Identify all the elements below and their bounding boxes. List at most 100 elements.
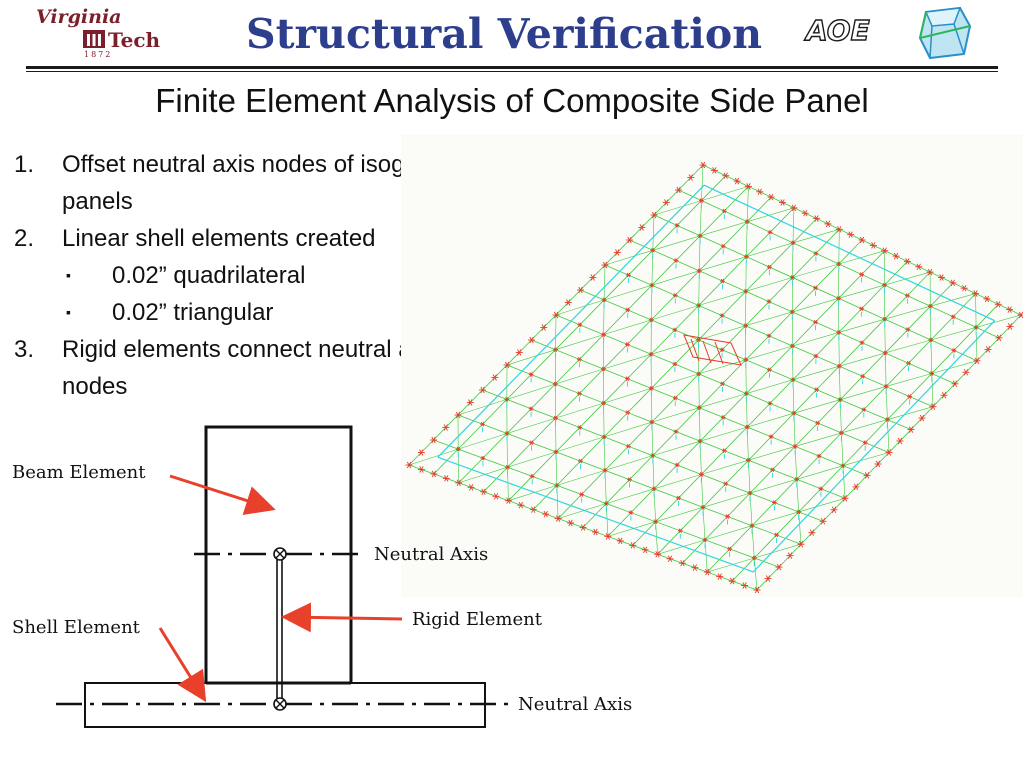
- logo-text-virginia: Virginia: [36, 6, 122, 28]
- mesh-line: [792, 365, 840, 380]
- mesh-node-marker: [625, 307, 631, 313]
- mesh-node-marker: [589, 274, 597, 281]
- mesh-node-marker: [775, 563, 783, 571]
- mesh-node-marker: [602, 468, 608, 473]
- mesh-node-marker: [480, 455, 486, 461]
- mesh-node-marker: [818, 486, 824, 492]
- mesh-node-marker: [836, 330, 842, 335]
- mesh-node-marker: [577, 357, 582, 362]
- mesh-node-marker: [972, 290, 980, 297]
- mesh-node-marker: [528, 336, 535, 344]
- mesh-line: [437, 456, 754, 573]
- mesh-node-marker: [938, 274, 945, 281]
- mesh-line: [653, 200, 702, 216]
- mesh-node-marker: [553, 449, 559, 455]
- mesh-node-marker: [836, 363, 842, 369]
- mesh-node-marker: [883, 384, 889, 389]
- mesh-node-marker: [859, 272, 864, 277]
- mesh-node-marker: [813, 251, 819, 256]
- mesh-node-marker: [601, 332, 606, 337]
- mesh-node-marker: [801, 209, 809, 217]
- mesh-line: [604, 455, 653, 471]
- mesh-line: [603, 354, 652, 370]
- mesh-node-marker: [674, 462, 680, 468]
- mesh-node-marker: [791, 410, 797, 416]
- mesh-node-marker: [678, 559, 686, 567]
- mesh-line: [754, 557, 758, 591]
- mesh-node-marker: [813, 319, 818, 325]
- mesh-node-marker: [774, 532, 779, 538]
- mesh-node-marker: [766, 299, 772, 304]
- mesh-node-marker: [926, 268, 934, 276]
- mesh-node-marker: [696, 371, 702, 377]
- mesh-line: [838, 284, 885, 299]
- mesh-node-marker: [824, 220, 832, 228]
- mesh-node-marker: [722, 172, 730, 179]
- mesh-node-marker: [764, 575, 772, 582]
- mesh-line: [795, 432, 842, 447]
- mesh-line: [699, 256, 747, 272]
- mesh-node-marker: [650, 453, 656, 458]
- mesh-node-marker: [720, 278, 725, 284]
- mesh-node-marker: [766, 333, 772, 339]
- mesh-node-marker: [529, 473, 535, 479]
- mesh-node-marker: [860, 373, 866, 379]
- mesh-node-marker: [601, 261, 609, 269]
- mesh-line: [651, 270, 700, 286]
- fe-mesh-figure: [401, 135, 1023, 597]
- mesh-line: [700, 221, 748, 237]
- mesh-node-marker: [672, 327, 678, 333]
- mesh-node-marker: [654, 551, 662, 558]
- mesh-line: [792, 298, 839, 313]
- mesh-node-marker: [835, 226, 843, 233]
- mesh-node-marker: [504, 431, 510, 436]
- mesh-line: [657, 539, 706, 555]
- mesh-node-marker: [743, 289, 749, 294]
- mesh-line: [603, 264, 606, 301]
- mesh-node-marker: [702, 537, 708, 543]
- mesh-node-marker: [858, 236, 866, 244]
- mesh-line: [930, 327, 977, 341]
- mesh-node-marker: [907, 426, 915, 433]
- mesh-line: [653, 474, 702, 490]
- mesh-line: [746, 379, 794, 394]
- mesh-node-marker: [951, 380, 959, 388]
- mesh-node-marker: [874, 460, 882, 468]
- mesh-line: [975, 293, 977, 328]
- mesh-node-marker: [861, 407, 867, 412]
- mesh-node-marker: [840, 463, 846, 469]
- mesh-node-marker: [578, 458, 583, 464]
- mesh-node-marker: [552, 311, 560, 319]
- mesh-line: [604, 421, 652, 438]
- mesh-node-marker: [554, 515, 562, 522]
- mesh-line: [607, 521, 656, 537]
- list-number: 2.: [14, 225, 35, 252]
- mesh-node-marker: [882, 316, 888, 322]
- mesh-node-marker: [813, 285, 818, 291]
- mesh-node-marker: [677, 528, 683, 534]
- mesh-node-marker: [662, 199, 670, 206]
- mesh-node-marker: [719, 313, 725, 318]
- mesh-node-marker: [720, 243, 726, 249]
- mesh-node-marker: [604, 533, 612, 540]
- mesh-node-marker: [651, 486, 657, 492]
- mesh-line: [458, 466, 508, 484]
- mesh-node-marker: [672, 395, 678, 401]
- aoe-hexagon-icon: [918, 6, 972, 60]
- mesh-node-marker: [616, 537, 624, 545]
- mesh-node-marker: [949, 279, 957, 287]
- mesh-line: [702, 492, 751, 508]
- mesh-node-marker: [517, 501, 525, 509]
- mesh-node-marker: [983, 295, 991, 303]
- mesh-line: [604, 250, 653, 266]
- mesh-node-marker: [907, 394, 912, 399]
- mesh-line: [792, 263, 839, 278]
- mesh-node-marker: [728, 577, 736, 585]
- mesh-line: [792, 207, 795, 243]
- mesh-node-marker: [554, 483, 560, 488]
- mesh-node-marker: [790, 204, 798, 212]
- mesh-line: [745, 311, 793, 326]
- mesh-line: [886, 373, 932, 387]
- mesh-line: [555, 402, 604, 419]
- mesh-node-marker: [756, 188, 764, 196]
